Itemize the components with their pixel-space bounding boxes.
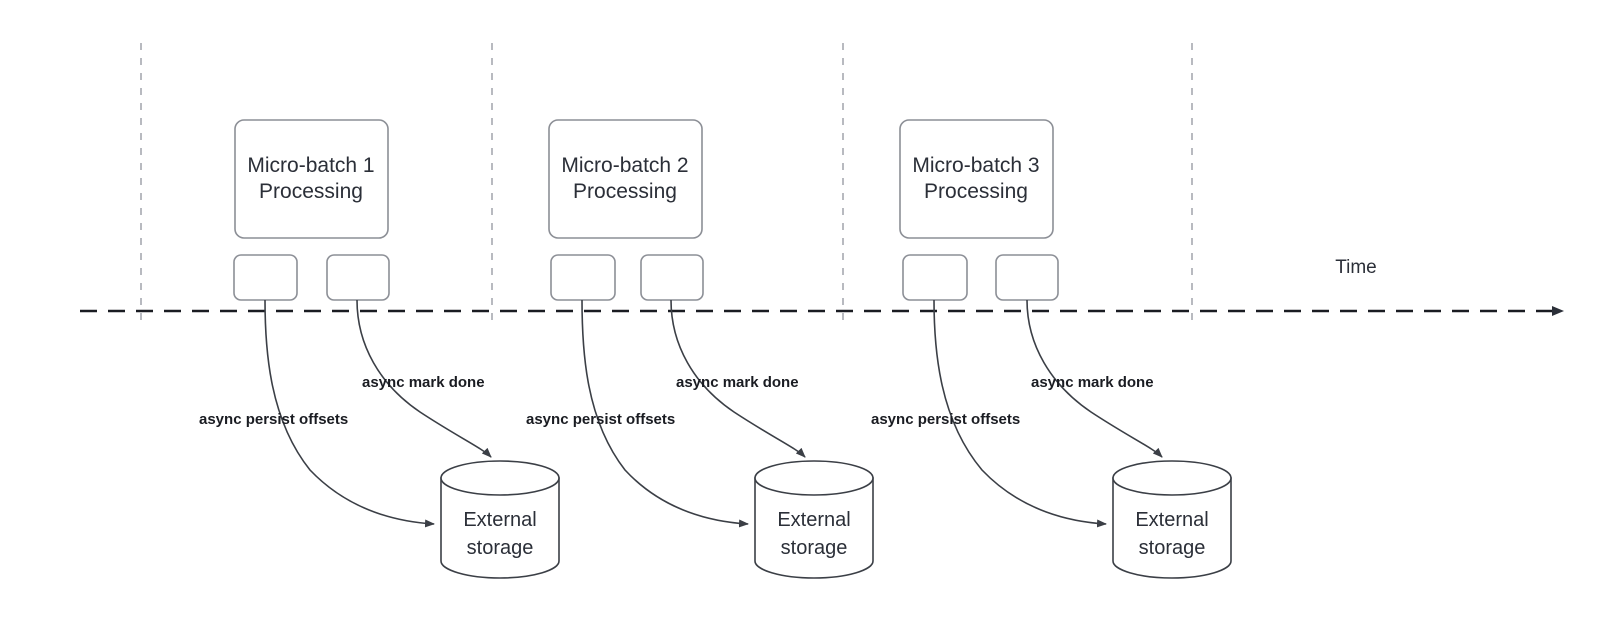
marker-persist-box[interactable]: [233, 254, 298, 301]
edge-persist-offsets-label: async persist offsets: [871, 411, 1020, 428]
cylinder-body: [754, 477, 874, 579]
micro-batch-label-line1: Micro-batch 3: [912, 154, 1039, 177]
external-storage-label-line1: External: [777, 509, 850, 531]
micro-batch-label-line2: Processing: [924, 180, 1028, 203]
micro-batch-label-line1: Micro-batch 1: [247, 154, 374, 177]
cylinder-top: [754, 460, 874, 496]
external-storage-label-line1: External: [1135, 509, 1208, 531]
edge-mark-done-label: async mark done: [1031, 374, 1154, 391]
cylinder-body: [440, 477, 560, 579]
micro-batch-box[interactable]: [548, 119, 703, 239]
cylinder-top: [440, 460, 560, 496]
micro-batch-label-line2: Processing: [573, 180, 677, 203]
group-1: Micro-batch 1 Processing async persist o…: [199, 119, 560, 579]
marker-done-box[interactable]: [995, 254, 1059, 301]
edge-persist-offsets-curve: [933, 299, 1107, 528]
group-2: Micro-batch 2 Processing async persist o…: [526, 119, 874, 579]
edge-mark-done-label: async mark done: [676, 374, 799, 391]
edge-mark-done-label: async mark done: [362, 374, 485, 391]
external-storage-label-line1: External: [463, 509, 536, 531]
cylinder-top: [1112, 460, 1232, 496]
edge-persist-offsets-label: async persist offsets: [199, 411, 348, 428]
external-storage-label-line2: storage: [1139, 537, 1206, 559]
marker-persist-box[interactable]: [902, 254, 968, 301]
micro-batch-label-line1: Micro-batch 2: [561, 154, 688, 177]
external-storage-cylinder[interactable]: [1112, 460, 1232, 579]
marker-done-box[interactable]: [640, 254, 704, 301]
external-storage-cylinder[interactable]: [754, 460, 874, 579]
edge-persist-offsets-label: async persist offsets: [526, 411, 675, 428]
micro-batch-box[interactable]: [899, 119, 1054, 239]
edge-persist-offsets-curve: [581, 299, 749, 528]
micro-batch-label-line2: Processing: [259, 180, 363, 203]
micro-batch-box[interactable]: [234, 119, 389, 239]
group-3: Micro-batch 3 Processing async persist o…: [871, 119, 1232, 579]
external-storage-label-line2: storage: [467, 537, 534, 559]
edge-mark-done-curve: [670, 299, 806, 458]
external-storage-cylinder[interactable]: [440, 460, 560, 579]
cylinder-body: [1112, 477, 1232, 579]
external-storage-label-line2: storage: [781, 537, 848, 559]
edge-mark-done-curve: [1026, 299, 1163, 458]
time-axis-label: Time: [1335, 257, 1377, 278]
marker-done-box[interactable]: [326, 254, 390, 301]
edge-persist-offsets-curve: [264, 299, 435, 528]
edge-mark-done-curve: [356, 299, 492, 458]
timeline-ticks: [140, 43, 1193, 320]
marker-persist-box[interactable]: [550, 254, 616, 301]
